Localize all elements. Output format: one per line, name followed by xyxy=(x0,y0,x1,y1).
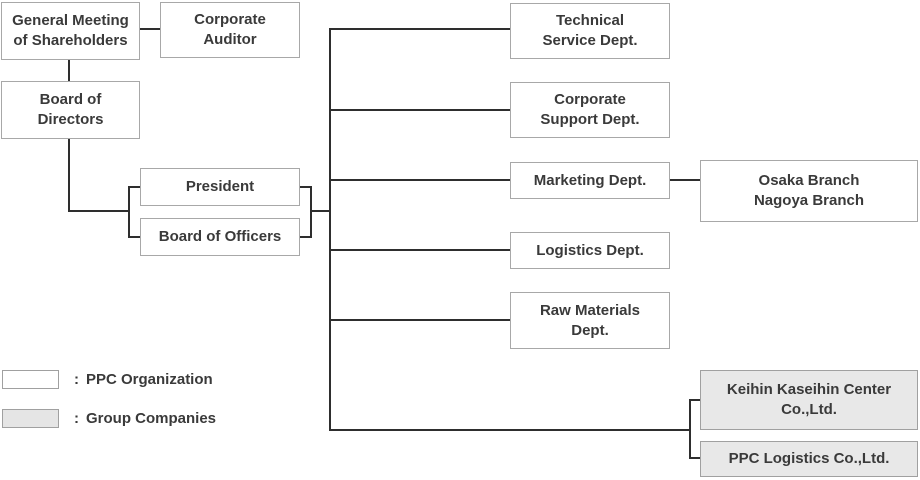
branch-group-companies xyxy=(329,429,690,431)
node-board-of-directors: Board of Directors xyxy=(1,81,140,139)
node-president: President xyxy=(140,168,300,206)
connector-shareholders-directors xyxy=(68,59,70,81)
legend-item-ppc-organization: : PPC Organization xyxy=(2,370,213,389)
legend-separator: : xyxy=(74,410,79,427)
legend-swatch-gray xyxy=(2,409,59,428)
legend-label-ppc-organization: PPC Organization xyxy=(86,371,213,388)
branch-technical-service xyxy=(329,28,510,30)
node-general-meeting: General Meeting of Shareholders xyxy=(1,2,140,60)
stub-president-right xyxy=(299,186,312,188)
stub-officers-right xyxy=(299,236,312,238)
connector-shareholders-auditor xyxy=(139,28,160,30)
stub-officers-left xyxy=(128,236,141,238)
node-marketing: Marketing Dept. xyxy=(510,162,670,199)
legend-item-group-companies: : Group Companies xyxy=(2,409,216,428)
node-technical-service: Technical Service Dept. xyxy=(510,3,670,59)
node-osaka-nagoya-branch: Osaka Branch Nagoya Branch xyxy=(700,160,918,222)
connector-officers-trunk xyxy=(310,210,331,212)
bracket-right-vertical xyxy=(310,186,312,238)
stub-president-left xyxy=(128,186,141,188)
legend-label-group-companies: Group Companies xyxy=(86,410,217,427)
legend-swatch-white xyxy=(2,370,59,389)
connector-marketing-osaka xyxy=(669,179,700,181)
node-logistics: Logistics Dept. xyxy=(510,232,670,269)
trunk-vertical xyxy=(329,28,331,431)
branch-corporate-support xyxy=(329,109,510,111)
node-corporate-auditor: Corporate Auditor xyxy=(160,2,300,58)
connector-directors-right xyxy=(68,210,129,212)
branch-logistics xyxy=(329,249,510,251)
node-corporate-support: Corporate Support Dept. xyxy=(510,82,670,138)
stub-ppc-logistics xyxy=(689,457,701,459)
branch-marketing xyxy=(329,179,510,181)
bracket-group-vertical xyxy=(689,399,691,459)
legend-separator: : xyxy=(74,371,79,388)
node-ppc-logistics: PPC Logistics Co.,Ltd. xyxy=(700,441,918,477)
node-raw-materials: Raw Materials Dept. xyxy=(510,292,670,349)
node-keihin-kaseihin: Keihin Kaseihin Center Co.,Ltd. xyxy=(700,370,918,430)
node-board-of-officers: Board of Officers xyxy=(140,218,300,256)
stub-keihin xyxy=(689,399,701,401)
bracket-left-vertical xyxy=(128,186,130,238)
connector-directors-down xyxy=(68,137,70,212)
branch-raw-materials xyxy=(329,319,510,321)
